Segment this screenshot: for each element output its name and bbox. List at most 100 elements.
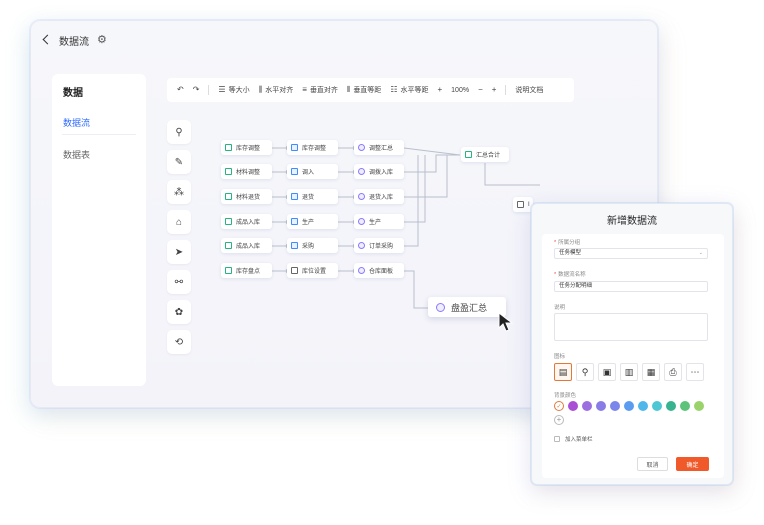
add-color-icon[interactable]: + <box>554 415 564 425</box>
flow-node[interactable]: 调拨入库 <box>354 164 404 179</box>
flow-node[interactable]: 材料退货 <box>221 189 272 204</box>
dialog-body <box>542 234 724 478</box>
description-textarea[interactable] <box>554 313 708 341</box>
category-label: *所属分组 <box>554 240 581 246</box>
sheet-icon <box>465 151 472 158</box>
printer-icon[interactable]: ⎙ <box>664 363 682 381</box>
brush-icon[interactable]: ✎ <box>167 150 191 174</box>
settings-icon[interactable]: ✿ <box>167 300 191 324</box>
help-doc-link[interactable]: 说明文档 <box>515 87 544 94</box>
cluster-icon[interactable]: ⁂ <box>167 180 191 204</box>
cancel-button[interactable]: 取消 <box>637 457 668 471</box>
flow-node[interactable]: 库存调整 <box>221 140 272 155</box>
color-swatch[interactable] <box>680 401 690 411</box>
add-to-menu-checkbox[interactable] <box>554 436 560 442</box>
toolbar: ↶ ↷ ☰等大小 ⫼水平对齐 ≡垂直对齐 ⫴垂直等距 ☷水平等距 + 100% … <box>167 78 574 102</box>
zoom-plus-icon[interactable]: + <box>491 85 497 94</box>
toolbar-divider <box>208 85 210 95</box>
flow-node[interactable]: 退货 <box>287 189 338 204</box>
confirm-button[interactable]: 确定 <box>676 457 709 471</box>
document-icon[interactable]: ▦ <box>642 363 660 381</box>
stamp-icon[interactable]: ⚲ <box>576 363 594 381</box>
color-swatch[interactable] <box>568 401 578 411</box>
toolbar-divider <box>505 85 507 95</box>
flow-node[interactable]: 成品入库 <box>221 238 272 253</box>
thumb-icon <box>291 218 298 225</box>
color-swatch[interactable] <box>596 401 606 411</box>
tree-icon[interactable]: ⌂ <box>167 210 191 234</box>
sheet-icon <box>225 144 232 151</box>
cube-icon <box>358 168 365 175</box>
trash-icon[interactable]: ▥ <box>620 363 638 381</box>
flow-node[interactable]: 库存盘点 <box>221 263 272 278</box>
sidebar-item-dataflow[interactable]: 数据流 <box>63 118 91 128</box>
tool-rail: ⚲ ✎ ⁂ ⌂ ➤ ⚯ ✿ ⟲ <box>167 120 193 360</box>
category-select[interactable]: 任务模型⌄ <box>554 248 708 259</box>
thumb-icon <box>291 193 298 200</box>
distribute-horizontal-icon: ☷ <box>390 85 398 94</box>
gear-icon[interactable]: ⚙ <box>97 33 107 46</box>
flow-node[interactable]: 生产 <box>354 214 404 229</box>
sheet-icon <box>225 218 232 225</box>
sidebar-item-datatable[interactable]: 数据表 <box>63 150 91 160</box>
flow-node[interactable]: 退货入库 <box>354 189 404 204</box>
color-swatch[interactable] <box>694 401 704 411</box>
color-swatch[interactable] <box>582 401 592 411</box>
stamp-icon[interactable]: ⚲ <box>167 120 191 144</box>
flow-node-dragging[interactable]: 盘盈汇总 <box>428 297 506 317</box>
page-title: 数据流 <box>59 36 89 48</box>
flow-node[interactable]: 调入 <box>287 164 338 179</box>
sidebar: 数据 数据流 数据表 <box>52 74 146 386</box>
flow-node[interactable]: 库存调整 <box>287 140 338 155</box>
name-input[interactable]: 任务分配明细 <box>554 281 708 292</box>
undo-icon[interactable]: ↶ <box>177 85 184 94</box>
color-swatch[interactable] <box>624 401 634 411</box>
back-arrow-icon[interactable] <box>41 35 51 45</box>
flow-node[interactable]: 订单采购 <box>354 238 404 253</box>
cube-icon <box>358 267 365 274</box>
distribute-horizontal-button[interactable]: ☷水平等距 <box>390 85 429 95</box>
flow-node[interactable]: 成品入库 <box>221 214 272 229</box>
icon-label: 图标 <box>554 354 566 360</box>
zoom-in-icon[interactable]: + <box>437 85 443 94</box>
sidebar-divider <box>62 134 136 135</box>
network-icon[interactable]: ⚯ <box>167 270 191 294</box>
align-vertical-button[interactable]: ≡垂直对齐 <box>302 85 338 95</box>
chevron-down-icon: ⌄ <box>698 250 703 256</box>
color-swatch[interactable] <box>652 401 662 411</box>
cube-icon <box>358 144 365 151</box>
color-swatch[interactable] <box>638 401 648 411</box>
flow-node[interactable]: 采购 <box>287 238 338 253</box>
color-swatch[interactable] <box>666 401 676 411</box>
align-horizontal-button[interactable]: ⫼水平对齐 <box>258 85 294 95</box>
link-icon[interactable]: ⟲ <box>167 330 191 354</box>
align-horizontal-icon: ⫼ <box>258 85 263 94</box>
equal-size-button[interactable]: ☰等大小 <box>218 85 250 95</box>
color-swatch-selected[interactable]: ✓ <box>554 401 564 411</box>
color-label: 背景颜色 <box>554 393 577 399</box>
flow-node-summary[interactable]: 汇总合计 <box>461 147 509 162</box>
info-icon <box>291 267 298 274</box>
zoom-out-icon[interactable]: − <box>478 85 483 94</box>
sheet-icon <box>225 242 232 249</box>
flow-node[interactable]: 库位设置 <box>287 263 338 278</box>
flow-node[interactable]: 生产 <box>287 214 338 229</box>
distribute-vertical-icon: ⫴ <box>346 85 351 94</box>
distribute-vertical-button[interactable]: ⫴垂直等距 <box>346 85 382 95</box>
more-icon[interactable]: ⋯ <box>686 363 704 381</box>
flow-node[interactable]: 调整汇总 <box>354 140 404 155</box>
info-icon <box>517 201 524 208</box>
flow-node-partial[interactable]: I <box>513 197 533 212</box>
redo-icon[interactable]: ↷ <box>192 85 200 94</box>
ledger-icon[interactable]: ▤ <box>554 363 572 381</box>
flow-node[interactable]: 仓库面板 <box>354 263 404 278</box>
add-to-menu-row[interactable]: 加入菜单栏 <box>554 435 593 443</box>
icon-picker: ▤ ⚲ ▣ ▥ ▦ ⎙ ⋯ <box>554 363 704 381</box>
send-icon[interactable]: ➤ <box>167 240 191 264</box>
flow-node[interactable]: 材料调整 <box>221 164 272 179</box>
color-swatch[interactable] <box>610 401 620 411</box>
cube-icon <box>358 193 365 200</box>
title-bar: 数据流 ⚙ <box>41 31 107 49</box>
zoom-level: 100% <box>451 86 470 94</box>
briefcase-icon[interactable]: ▣ <box>598 363 616 381</box>
